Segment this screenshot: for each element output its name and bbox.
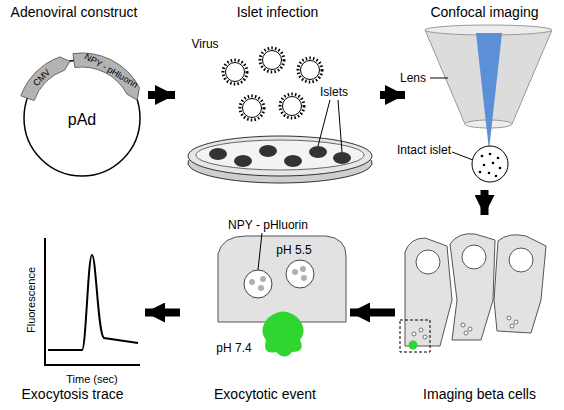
virus-particle bbox=[298, 58, 322, 82]
panel: Imaging beta cells bbox=[395, 215, 564, 410]
beta-cell bbox=[450, 234, 495, 340]
islet bbox=[284, 155, 302, 167]
virus-particle bbox=[280, 94, 304, 118]
trace-line bbox=[48, 255, 138, 350]
virus-particle bbox=[260, 48, 284, 72]
part-label: pH 5.5 bbox=[276, 244, 311, 256]
fluorescence-trace bbox=[45, 238, 140, 365]
axes bbox=[45, 238, 140, 365]
islet bbox=[309, 146, 327, 158]
panel-title: Exocytosis trace bbox=[22, 386, 124, 402]
leader-line bbox=[338, 100, 342, 152]
dish-inner bbox=[196, 140, 364, 170]
nucleus bbox=[462, 245, 486, 269]
part-label: NPY - pHluorin bbox=[83, 52, 139, 90]
part-label: Lens bbox=[400, 72, 426, 84]
beta-cells bbox=[400, 234, 546, 352]
culture-dish bbox=[188, 100, 372, 183]
islet bbox=[209, 148, 227, 160]
intact-islet bbox=[472, 146, 508, 182]
flow-arrow bbox=[481, 190, 489, 215]
panel-title: Adenoviral construct bbox=[11, 4, 138, 20]
flow-arrow bbox=[350, 309, 395, 317]
granules bbox=[412, 316, 518, 339]
leader-line bbox=[452, 152, 473, 160]
zoom-box bbox=[400, 320, 430, 352]
beta-cell bbox=[405, 238, 452, 346]
part-label: Time (sec) bbox=[66, 374, 118, 385]
part-label: Fluorescence bbox=[26, 267, 37, 333]
flow-arrow bbox=[148, 91, 175, 99]
nucleus bbox=[509, 248, 533, 272]
plasmid bbox=[21, 53, 140, 176]
part-label: Intact islet bbox=[397, 144, 451, 156]
panel: Islet infection bbox=[175, 0, 380, 190]
released-cargo bbox=[262, 312, 303, 357]
part-label: Virus bbox=[191, 38, 218, 50]
leader-line bbox=[318, 100, 330, 146]
islet bbox=[234, 155, 252, 167]
islet-cells bbox=[479, 153, 502, 178]
part-label: Islets bbox=[320, 86, 348, 98]
leader-line bbox=[258, 233, 262, 270]
islet bbox=[259, 145, 277, 157]
part-label: NPY - pHluorin bbox=[228, 219, 308, 231]
fusion-spot bbox=[409, 341, 418, 350]
laser-beam bbox=[476, 33, 502, 150]
panel-title: Islet infection bbox=[237, 4, 319, 20]
viruses bbox=[223, 48, 322, 120]
cell-membrane bbox=[218, 236, 346, 322]
panel-title: Imaging beta cells bbox=[423, 386, 536, 402]
part-label: pAd bbox=[68, 112, 96, 128]
panel-title: Exocytotic event bbox=[214, 386, 316, 402]
objective-lens bbox=[425, 25, 552, 182]
virus-particle bbox=[240, 96, 264, 120]
vesicle bbox=[286, 260, 314, 288]
flow-arrow bbox=[380, 91, 405, 99]
leader-line bbox=[430, 78, 448, 79]
part-label: pH 7.4 bbox=[216, 342, 251, 354]
panel-title: Confocal imaging bbox=[430, 4, 538, 20]
panel: Adenoviral construct bbox=[0, 0, 148, 190]
nucleus bbox=[416, 250, 440, 274]
beta-cell bbox=[494, 235, 546, 333]
gene-segment bbox=[73, 53, 139, 100]
dish-rim bbox=[188, 136, 372, 176]
panel: Confocal imaging bbox=[405, 0, 564, 190]
flow-arrow bbox=[145, 309, 180, 317]
virus-particle bbox=[223, 60, 247, 84]
promoter-segment bbox=[21, 57, 70, 101]
vesicle bbox=[244, 270, 272, 298]
exocytosis-cell bbox=[218, 233, 346, 357]
panel: Exocytotic event bbox=[180, 215, 350, 410]
islet bbox=[333, 152, 351, 164]
